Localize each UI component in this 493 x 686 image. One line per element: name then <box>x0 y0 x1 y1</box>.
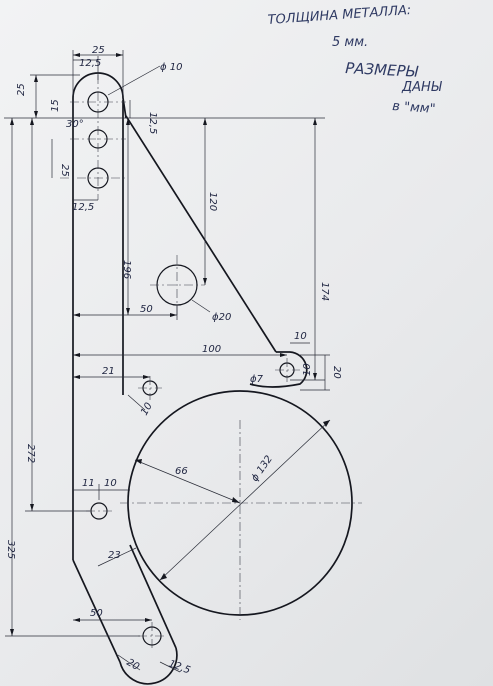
dim-30-deg: 30° <box>66 119 84 130</box>
arm-left-edge <box>72 559 121 663</box>
dim-circle-d: ϕ 132 <box>249 454 275 484</box>
dim-hook-10: 10 <box>294 331 307 342</box>
dim-196: 196 <box>121 260 132 279</box>
arm-right-edge <box>129 544 177 649</box>
dim-small-10: 10 <box>139 401 155 418</box>
dim-120: 120 <box>207 192 218 211</box>
dim-hole-top: ϕ 10 <box>160 62 183 73</box>
dim-hole-mid: ϕ20 <box>212 312 231 323</box>
dim-100: 100 <box>202 344 221 355</box>
dimension-lines <box>4 50 331 673</box>
dim-hook-r: ϕ7 <box>250 374 264 385</box>
note-given: ДАНЫ <box>401 80 443 95</box>
dim-21: 21 <box>102 366 115 377</box>
holes <box>87 91 295 646</box>
dim-radius-66: 66 <box>175 466 188 477</box>
dim-hole-spacing: 12,5 <box>72 202 94 213</box>
dim-10: 10 <box>104 478 117 489</box>
part-outline <box>72 72 308 685</box>
dim-11: 11 <box>82 478 95 489</box>
arrowheads <box>10 53 330 636</box>
dim-bottom-20: 20 <box>125 657 142 673</box>
dim-arm-23: 23 <box>108 550 121 561</box>
dim-hook-20: 20 <box>331 366 342 379</box>
dim-325: 325 <box>5 540 16 559</box>
note-units: в "мм" <box>392 99 436 117</box>
note-dimensions: РАЗМЕРЫ <box>345 59 419 81</box>
diagonal-edge <box>125 115 277 353</box>
dim-50-low: 50 <box>90 608 103 619</box>
hole-centerlines <box>60 75 300 650</box>
dim-top-half: 12,5 <box>79 58 101 69</box>
dim-left-25: 25 <box>16 83 27 96</box>
dim-hook-10b: 10 <box>302 363 313 376</box>
dim-left-25b: 25 <box>59 164 70 177</box>
dimension-labels: 25 12,5 ϕ 10 25 15 30° 12,5 25 12,5 120 … <box>5 45 342 676</box>
dim-272: 272 <box>25 444 36 463</box>
dim-174: 174 <box>319 282 330 301</box>
notes-block: ТОЛЩИНА МЕТАЛЛА: 5 мм. РАЗМЕРЫ ДАНЫ в "м… <box>267 3 443 117</box>
top-cap-edge <box>72 72 127 119</box>
dim-left-15: 15 <box>50 99 61 112</box>
arm-end-curve <box>119 647 178 685</box>
dim-right-12-5: 12,5 <box>147 112 158 134</box>
note-thickness-value: 5 мм. <box>332 35 368 50</box>
dim-50-mid: 50 <box>140 304 153 315</box>
note-metal-thickness: ТОЛЩИНА МЕТАЛЛА: <box>267 3 411 28</box>
dim-top-width: 25 <box>92 45 105 56</box>
